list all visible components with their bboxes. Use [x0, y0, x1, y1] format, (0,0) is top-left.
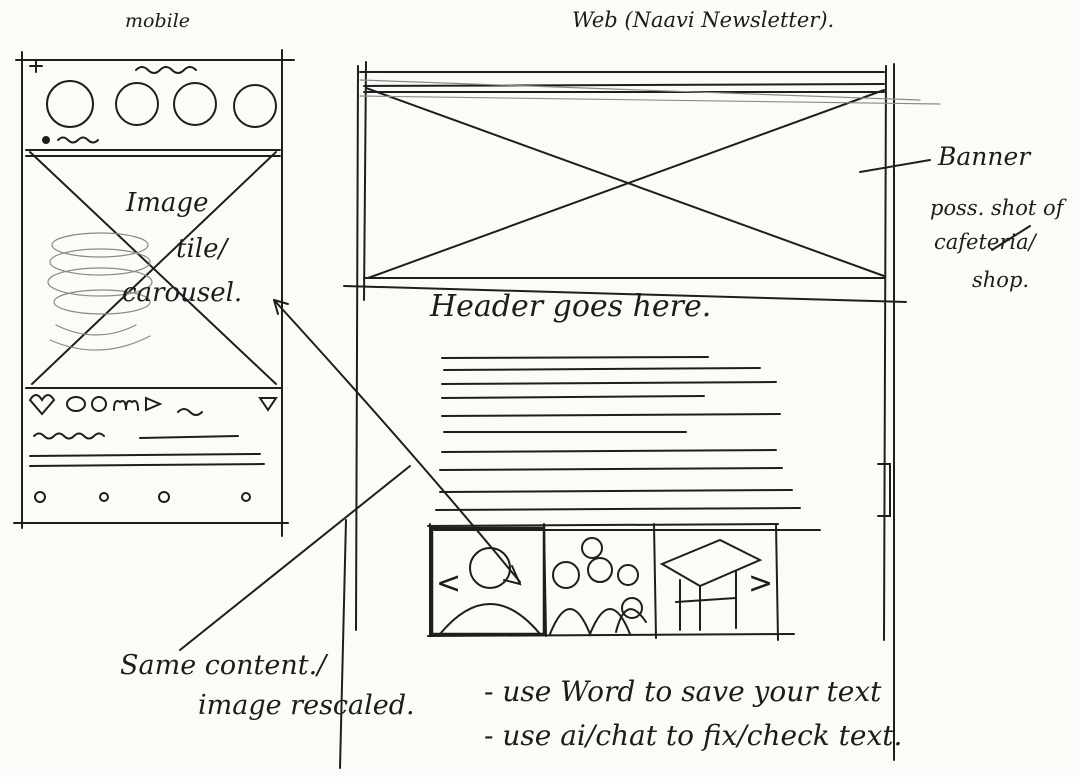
mobile-status-bar	[29, 59, 197, 74]
tile-annotation: tile/	[176, 234, 228, 264]
image-rescaled-annotation: image rescaled.	[198, 690, 415, 721]
note-item: - use ai/chat to fix/check text.	[484, 719, 903, 752]
banner-note-line-3: shop.	[972, 268, 1030, 292]
web-frame	[339, 61, 895, 769]
mobile-title: mobile	[125, 10, 191, 32]
cafeteria-leader-line	[991, 225, 1031, 251]
mobile-tab-bar	[34, 491, 251, 503]
carousel-link-arrow	[273, 299, 522, 586]
banner-leader-line	[859, 159, 931, 173]
carousel-annotation: carousel.	[122, 278, 243, 308]
image-annotation: Image	[126, 188, 209, 218]
web-body-text-lines	[433, 356, 821, 531]
web-banner-placeholder	[343, 79, 941, 303]
mobile-username-scribble	[42, 136, 99, 144]
web-title: Web (Naavi Newsletter).	[572, 8, 835, 32]
mobile-caption-lines	[29, 432, 265, 467]
carousel-next-arrow[interactable]: >	[748, 566, 774, 601]
note-item: - use Word to save your text	[484, 675, 882, 708]
web-header-placeholder: Header goes here.	[430, 289, 712, 324]
same-content-annotation: Same content./	[120, 650, 327, 681]
mobile-action-icons	[28, 394, 278, 416]
mobile-story-circles	[46, 80, 277, 128]
mobile-frame	[13, 49, 295, 537]
banner-note-line-2: cafeteria/	[934, 230, 1036, 254]
banner-annotation: Banner	[938, 142, 1031, 171]
web-image-carousel	[427, 523, 795, 641]
mobile-image-placeholder	[25, 149, 283, 389]
banner-note-line-1: poss. shot of	[930, 196, 1064, 220]
same-content-leader-line	[179, 465, 411, 651]
carousel-prev-arrow[interactable]: <	[436, 566, 462, 601]
